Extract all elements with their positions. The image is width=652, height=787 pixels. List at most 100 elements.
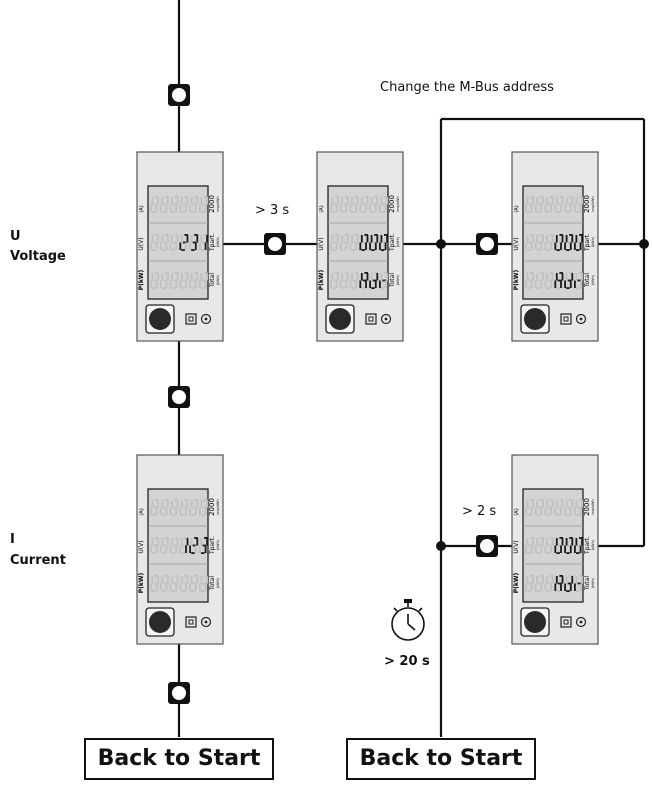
lcd-segment	[171, 538, 173, 546]
lcd-segment	[167, 500, 169, 508]
lcd-segment	[574, 545, 576, 553]
lcd-segment	[191, 514, 195, 516]
lcd-segment	[161, 235, 164, 243]
lcd-segment	[200, 197, 203, 205]
lcd-segment	[335, 234, 339, 236]
lcd-segment	[544, 583, 547, 591]
lcd-segment	[356, 197, 359, 205]
lcd-segment	[569, 545, 572, 553]
lcd-segment	[525, 583, 527, 591]
lcd-segment	[182, 582, 187, 585]
lcd-segment	[171, 249, 176, 251]
lcd-segment	[536, 514, 541, 516]
meter-button	[524, 611, 546, 633]
lcd-segment	[159, 204, 162, 212]
lcd-segment	[540, 545, 543, 553]
lcd-segment	[161, 197, 164, 205]
lcd-segment	[332, 287, 336, 289]
lcd-segment	[186, 197, 189, 205]
i-symbol: I	[10, 532, 15, 547]
lcd-segment	[173, 544, 177, 547]
lcd-segment	[554, 583, 557, 591]
lcd-segment	[354, 196, 359, 198]
lcd-segment	[539, 575, 544, 577]
lcd-segment	[561, 235, 564, 243]
lcd-segment	[567, 582, 572, 585]
lcd-segment	[206, 273, 208, 281]
lcd-segment	[546, 552, 551, 554]
lcd-segment	[530, 234, 534, 236]
mark-u: U(V)	[138, 237, 145, 250]
lcd-segment	[157, 576, 159, 584]
meter-button	[329, 308, 351, 330]
lcd-segment	[527, 287, 531, 289]
lcd-segment	[175, 507, 178, 515]
junction-dots	[436, 239, 649, 551]
mark-rate-unit: imp/kWh	[591, 196, 595, 212]
mark-tpart: Tpart.	[584, 233, 591, 252]
lcd-segment	[365, 242, 367, 250]
lcd-segment	[150, 507, 152, 515]
lcd-segment	[556, 211, 560, 213]
lcd-segment	[356, 235, 359, 243]
lcd-segment	[564, 507, 566, 515]
lcd-segment	[526, 235, 529, 243]
lcd-segment	[181, 514, 185, 516]
status-led-icon	[380, 313, 392, 325]
lcd-segment	[163, 279, 167, 282]
lcd-segment	[532, 273, 534, 281]
lcd-segment	[551, 273, 554, 281]
lcd-segment	[567, 506, 572, 509]
lcd-segment	[565, 500, 568, 508]
lcd-segment	[559, 499, 563, 501]
lcd-segment	[176, 197, 179, 205]
lcd-segment	[569, 280, 572, 288]
lcd-segment	[382, 203, 386, 206]
lcd-segment	[362, 203, 367, 206]
lcd-segment	[189, 507, 191, 515]
optical-port-inner	[563, 316, 569, 322]
lcd-segment	[153, 506, 157, 509]
lcd-segment	[192, 544, 197, 547]
mark-a: (A)	[514, 205, 520, 212]
mark-u: U(V)	[138, 540, 145, 553]
lcd-segment	[190, 197, 193, 205]
lcd-segment	[574, 583, 576, 591]
lcd-segment	[333, 241, 337, 244]
lcd-segment	[362, 241, 367, 244]
lcd-segment	[184, 499, 188, 501]
mark-p: P(kW)	[513, 573, 520, 594]
lcd-segment	[381, 249, 385, 251]
lcd-segment	[191, 211, 195, 213]
lcd-segment	[359, 204, 362, 212]
lcd-segment	[564, 583, 566, 591]
meter-button	[149, 308, 171, 330]
lcd-segment	[527, 211, 531, 213]
mark-tpart: Tpart.	[209, 536, 216, 555]
lcd-segment	[538, 506, 542, 509]
lcd-segment	[345, 242, 348, 250]
lcd-segment	[179, 242, 182, 250]
lcd-segment	[152, 514, 156, 516]
lcd-segment	[554, 545, 557, 553]
status-led-icon	[200, 313, 212, 325]
lcd-segment	[525, 242, 527, 250]
lcd-segment	[190, 538, 193, 546]
lcd-segment	[155, 537, 159, 539]
lcd-segment	[554, 204, 557, 212]
lcd-segment	[372, 241, 377, 244]
mark-tpart-unit: (kWh)	[591, 539, 595, 550]
lcd-segment	[150, 204, 152, 212]
lcd-segment	[532, 538, 534, 546]
lcd-segment	[171, 514, 176, 516]
lcd-segment	[163, 203, 167, 206]
lcd-segment	[204, 545, 207, 553]
optical-port-icon	[560, 313, 572, 325]
lcd-segment	[569, 499, 573, 501]
lcd-segment	[374, 242, 377, 250]
lcd-segment	[335, 196, 339, 198]
lcd-segment	[575, 538, 578, 546]
lcd-segment	[171, 500, 173, 508]
lcd-segment	[163, 506, 167, 509]
mark-tpart-unit: (kWh)	[591, 236, 595, 247]
